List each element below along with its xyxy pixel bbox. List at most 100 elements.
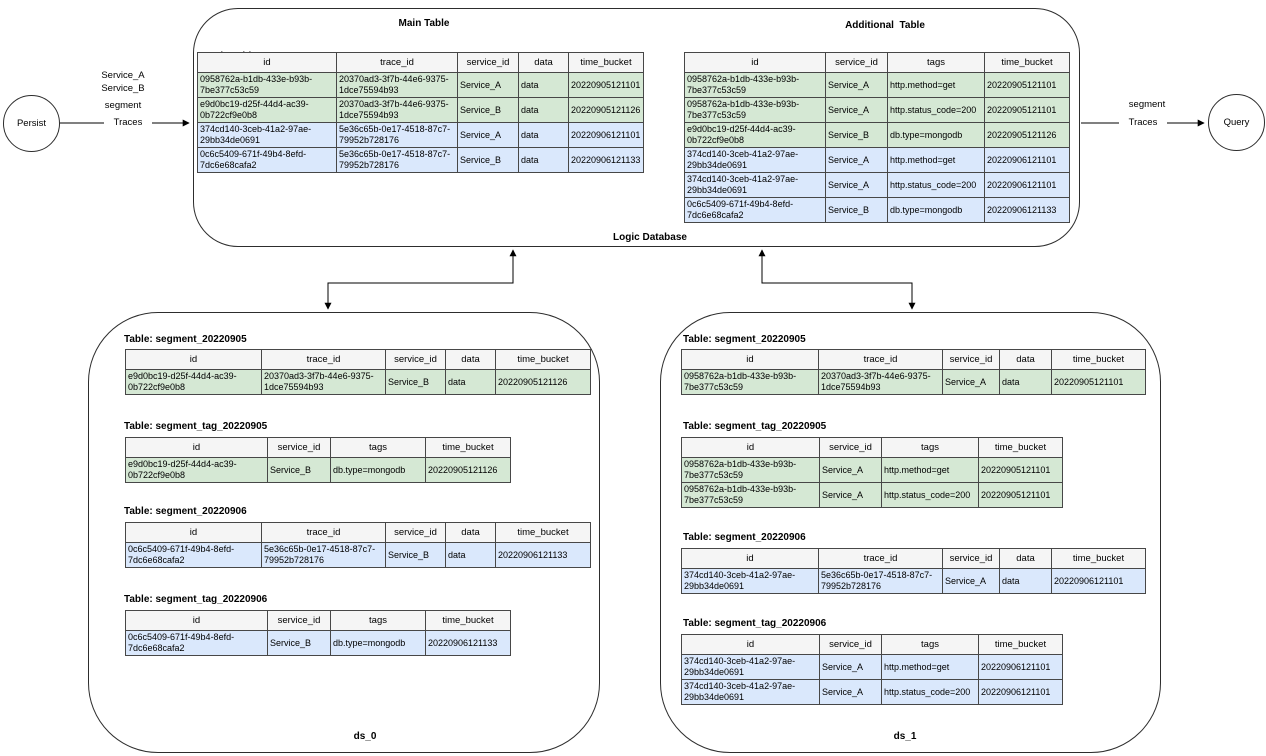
table-cell: data [518,122,569,148]
edge-label-segment-right: segment [1128,99,1166,110]
column-header: service_id [825,52,888,73]
column-header: id [684,52,826,73]
table-cell: db.type=mongodb [887,122,985,148]
column-header: service_id [267,610,331,631]
column-header: tags [881,634,979,655]
column-header: id [125,522,262,543]
table-cell: Service_A [942,369,1000,395]
table-cell: 0958762a-b1db-433e-b93b-7be377c53c59 [684,72,826,98]
table-cell: Service_A [825,72,888,98]
column-header: trace_id [336,52,458,73]
column-header: id [681,437,820,458]
column-header: data [999,548,1052,569]
edge-line-label-traces-left: Traces [104,117,152,129]
table-cell: 374cd140-3ceb-41a2-97ae-29bb34de0691 [684,172,826,198]
table-cell: 20220906121101 [978,654,1063,680]
logic-database-label: Logic Database [613,232,687,243]
column-header: service_id [942,548,1000,569]
column-header: trace_id [818,548,943,569]
table-cell: Service_B [825,197,888,223]
table-cell: 20220905121126 [568,97,644,123]
ds0-table-3-title: Table: segment_tag_20220906 [124,594,268,605]
column-header: tags [330,610,426,631]
table-cell: e9d0bc19-d25f-44d4-ac39-0b722cf9e0b8 [197,97,337,123]
column-header: time_bucket [984,52,1070,73]
column-header: time_bucket [425,610,511,631]
table-cell: 20370ad3-3f7b-44e6-9375-1dce75594b93 [261,369,386,395]
table-cell: 0c6c5409-671f-49b4-8efd-7dc6e68cafa2 [125,630,268,656]
column-header: trace_id [261,349,386,370]
table-cell: Service_B [457,147,519,173]
table-cell: 20220906121101 [984,172,1070,198]
column-header: service_id [385,349,446,370]
table-cell: 20220905121101 [978,482,1063,508]
column-header: time_bucket [425,437,511,458]
column-header: id [125,349,262,370]
column-header: time_bucket [495,522,591,543]
column-header: time_bucket [978,634,1063,655]
table-cell: 5e36c65b-0e17-4518-87c7-79952b728176 [818,568,943,594]
table-cell: 20220905121101 [978,457,1063,483]
ds1-table-0-title: Table: segment_20220905 [683,334,806,345]
table-cell: Service_A [457,122,519,148]
column-header: time_bucket [978,437,1063,458]
column-header: service_id [267,437,331,458]
table-cell: 0958762a-b1db-433e-b93b-7be377c53c59 [684,97,826,123]
table-cell: 20370ad3-3f7b-44e6-9375-1dce75594b93 [818,369,943,395]
table-cell: 20220905121101 [984,72,1070,98]
ds0-table-2-title: Table: segment_20220906 [124,506,247,517]
table-cell: http.status_code=200 [887,172,985,198]
table-cell: Service_A [819,654,882,680]
ds0-table-1-title: Table: segment_tag_20220905 [124,421,268,432]
table-cell: 374cd140-3ceb-41a2-97ae-29bb34de0691 [684,147,826,173]
table-cell: Service_A [819,482,882,508]
table-cell: Service_B [457,97,519,123]
column-header: trace_id [261,522,386,543]
table-cell: http.method=get [887,72,985,98]
table-cell: Service_B [385,369,446,395]
table-cell: data [999,369,1052,395]
column-header: service_id [385,522,446,543]
table-cell: e9d0bc19-d25f-44d4-ac39-0b722cf9e0b8 [125,369,262,395]
table-cell: e9d0bc19-d25f-44d4-ac39-0b722cf9e0b8 [125,457,268,483]
table-cell: data [518,147,569,173]
ds1-label: ds_1 [893,731,917,742]
column-header: id [681,634,820,655]
table-cell: 20220906121133 [495,542,591,568]
table-cell: 20220906121101 [984,147,1070,173]
column-header: time_bucket [568,52,644,73]
table-cell: data [445,369,496,395]
table-cell: Service_B [825,122,888,148]
table-cell: 0958762a-b1db-433e-b93b-7be377c53c59 [681,369,819,395]
column-header: id [197,52,337,73]
table-cell: 0c6c5409-671f-49b4-8efd-7dc6e68cafa2 [125,542,262,568]
table-cell: 374cd140-3ceb-41a2-97ae-29bb34de0691 [681,568,819,594]
ds0-label: ds_0 [353,731,377,742]
table-cell: Service_A [825,147,888,173]
ds1-table-1-title: Table: segment_tag_20220905 [683,421,827,432]
table-cell: 374cd140-3ceb-41a2-97ae-29bb34de0691 [681,654,820,680]
